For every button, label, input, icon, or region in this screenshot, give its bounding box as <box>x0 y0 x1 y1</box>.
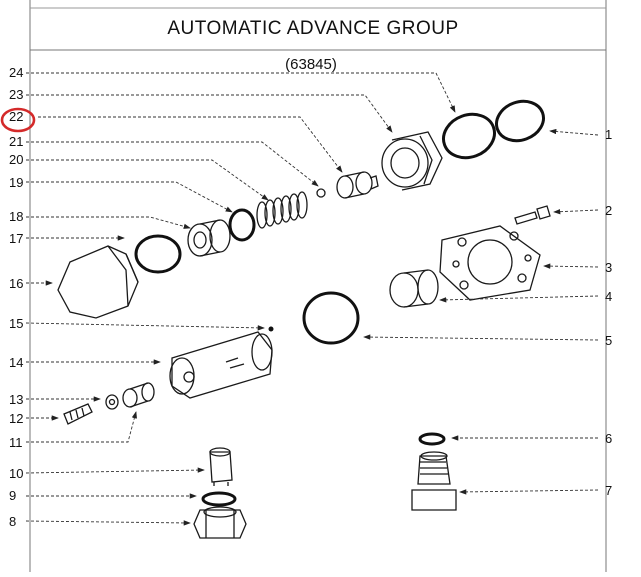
part-22-plunger-cap <box>336 171 379 199</box>
callout-9: 9 <box>9 488 16 503</box>
part-9-ring <box>201 491 237 507</box>
leader-23 <box>26 94 393 133</box>
callout-5: 5 <box>605 333 612 348</box>
callouts-left: 24 23 22 21 20 19 18 17 16 15 14 13 12 11 10 9 8 <box>9 65 23 529</box>
leader-15 <box>25 322 265 331</box>
leader-22 <box>38 116 343 173</box>
leader-5 <box>363 334 599 341</box>
part-23-threaded-fitting <box>381 131 443 191</box>
callout-23: 23 <box>9 87 23 102</box>
part-10-plug <box>209 447 233 486</box>
leader-19 <box>26 181 233 213</box>
part-3-flange <box>439 225 541 301</box>
leader-24 <box>26 72 456 113</box>
callout-19: 19 <box>9 175 23 190</box>
part-17-o-ring <box>134 234 182 274</box>
callout-16: 16 <box>9 276 23 291</box>
callout-1: 1 <box>605 127 612 142</box>
callout-15: 15 <box>9 316 23 331</box>
part-11-valve <box>122 382 155 408</box>
part-14-housing <box>169 331 273 399</box>
callout-22: 22 <box>9 109 23 124</box>
callout-7: 7 <box>605 483 612 498</box>
highlight-circle <box>0 107 36 133</box>
part-1-o-ring <box>495 99 545 143</box>
callout-21: 21 <box>9 134 23 149</box>
leader-21 <box>26 141 319 187</box>
part-24-o-ring <box>442 112 496 160</box>
leader-1 <box>549 128 599 136</box>
callout-4: 4 <box>605 289 612 304</box>
part-4-sleeve <box>389 269 439 308</box>
leader-7 <box>459 489 599 495</box>
part-20-spring <box>256 191 308 229</box>
part-2-bolt <box>514 205 551 225</box>
callout-3: 3 <box>605 260 612 275</box>
callout-2: 2 <box>605 203 612 218</box>
leader-11 <box>26 411 137 443</box>
callout-20: 20 <box>9 152 23 167</box>
part-12-screw <box>63 403 93 425</box>
leader-4 <box>439 295 599 303</box>
leader-2 <box>553 209 599 215</box>
leader-10 <box>25 467 205 474</box>
callout-14: 14 <box>9 355 23 370</box>
callouts-right: 1 2 3 4 5 6 7 <box>605 127 612 498</box>
part-19-o-ring <box>228 208 256 242</box>
leader-8 <box>25 520 191 526</box>
part-8-nut <box>193 506 247 539</box>
part-5-o-ring <box>302 291 360 345</box>
leader-18 <box>26 216 191 229</box>
callout-8: 8 <box>9 514 16 529</box>
diagram-title: AUTOMATIC ADVANCE GROUP <box>167 18 458 39</box>
callout-24: 24 <box>9 65 23 80</box>
part-21-ball <box>316 188 326 198</box>
callout-11: 11 <box>9 435 23 450</box>
callout-10: 10 <box>9 466 23 481</box>
callout-13: 13 <box>9 392 23 407</box>
callout-17: 17 <box>9 231 23 246</box>
part-13-washer <box>105 394 119 410</box>
callout-18: 18 <box>9 209 23 224</box>
leader-3 <box>543 263 599 269</box>
part-7-fitting <box>411 451 457 511</box>
leader-20 <box>26 159 269 201</box>
part-16-cover <box>57 245 139 319</box>
callout-6: 6 <box>605 431 612 446</box>
part-15-pin <box>268 326 274 332</box>
part-18-bushing <box>187 219 231 257</box>
callout-12: 12 <box>9 411 23 426</box>
part-6-washer <box>418 432 446 446</box>
diagram-subtitle: (63845) <box>285 56 337 73</box>
